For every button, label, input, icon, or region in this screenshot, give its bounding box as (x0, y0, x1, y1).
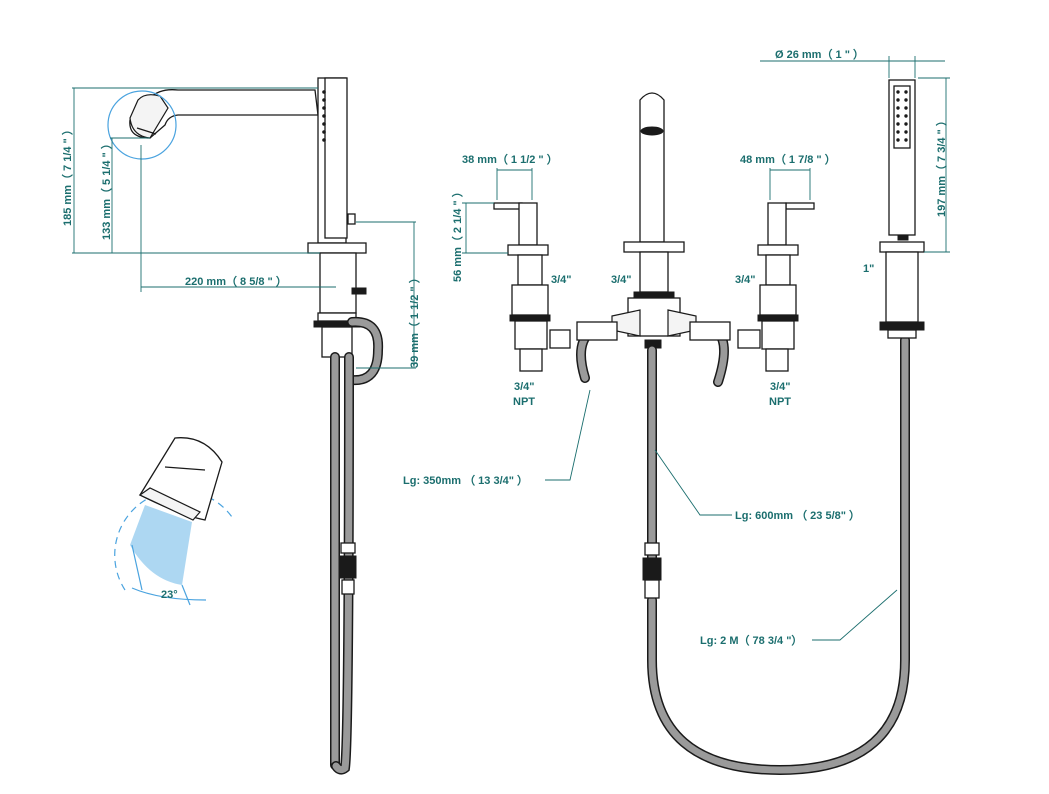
connector-left-label: 3/4" (551, 274, 572, 286)
npt-right-size-label: 3/4" (770, 381, 791, 393)
holder-size-label: 1" (863, 263, 874, 275)
connector-center-label: 3/4" (611, 274, 632, 286)
connector-right-label: 3/4" (735, 274, 756, 286)
reach-spout-label: 220 mm（ 8 5/8 " ） (185, 275, 287, 288)
hose-2m-label: Lg: 2 M（ 78 3/4 "） (700, 634, 802, 647)
dimension-lines-side (72, 87, 416, 369)
npt-left-type-label: NPT (513, 396, 535, 408)
handle-right-width-label: 48 mm（ 1 7/8 " ） (740, 153, 836, 166)
height-total-label: 185 mm（ 7 1/4 " ） (61, 124, 74, 226)
handshower-height-label: 197 mm（ 7 3/4 " ） (935, 115, 948, 217)
spray-angle-label: 23° (161, 589, 178, 601)
dimension-lines-front (462, 56, 950, 641)
npt-left-size-label: 3/4" (514, 381, 535, 393)
diameter-handshower-label: Ø 26 mm（ 1 " ） (775, 48, 864, 61)
detail-marker-circle (107, 90, 177, 160)
height-spout-label: 133 mm（ 5 1/4 " ） (100, 138, 113, 240)
npt-right-type-label: NPT (769, 396, 791, 408)
front-view-assembly (493, 79, 925, 776)
side-view-spout (129, 77, 384, 775)
spray-detail (114, 437, 235, 606)
hose-600-label: Lg: 600mm （ 23 5/8" ） (735, 509, 860, 522)
deck-thickness-label: 39 mm（ 1 1/2 " ） (408, 272, 421, 368)
hose-350-label: Lg: 350mm （ 13 3/4" ） (403, 474, 528, 487)
handle-left-width-label: 38 mm（ 1 1/2 " ） (462, 153, 558, 166)
handle-height-label: 56 mm（ 2 1/4 " ） (451, 186, 464, 282)
